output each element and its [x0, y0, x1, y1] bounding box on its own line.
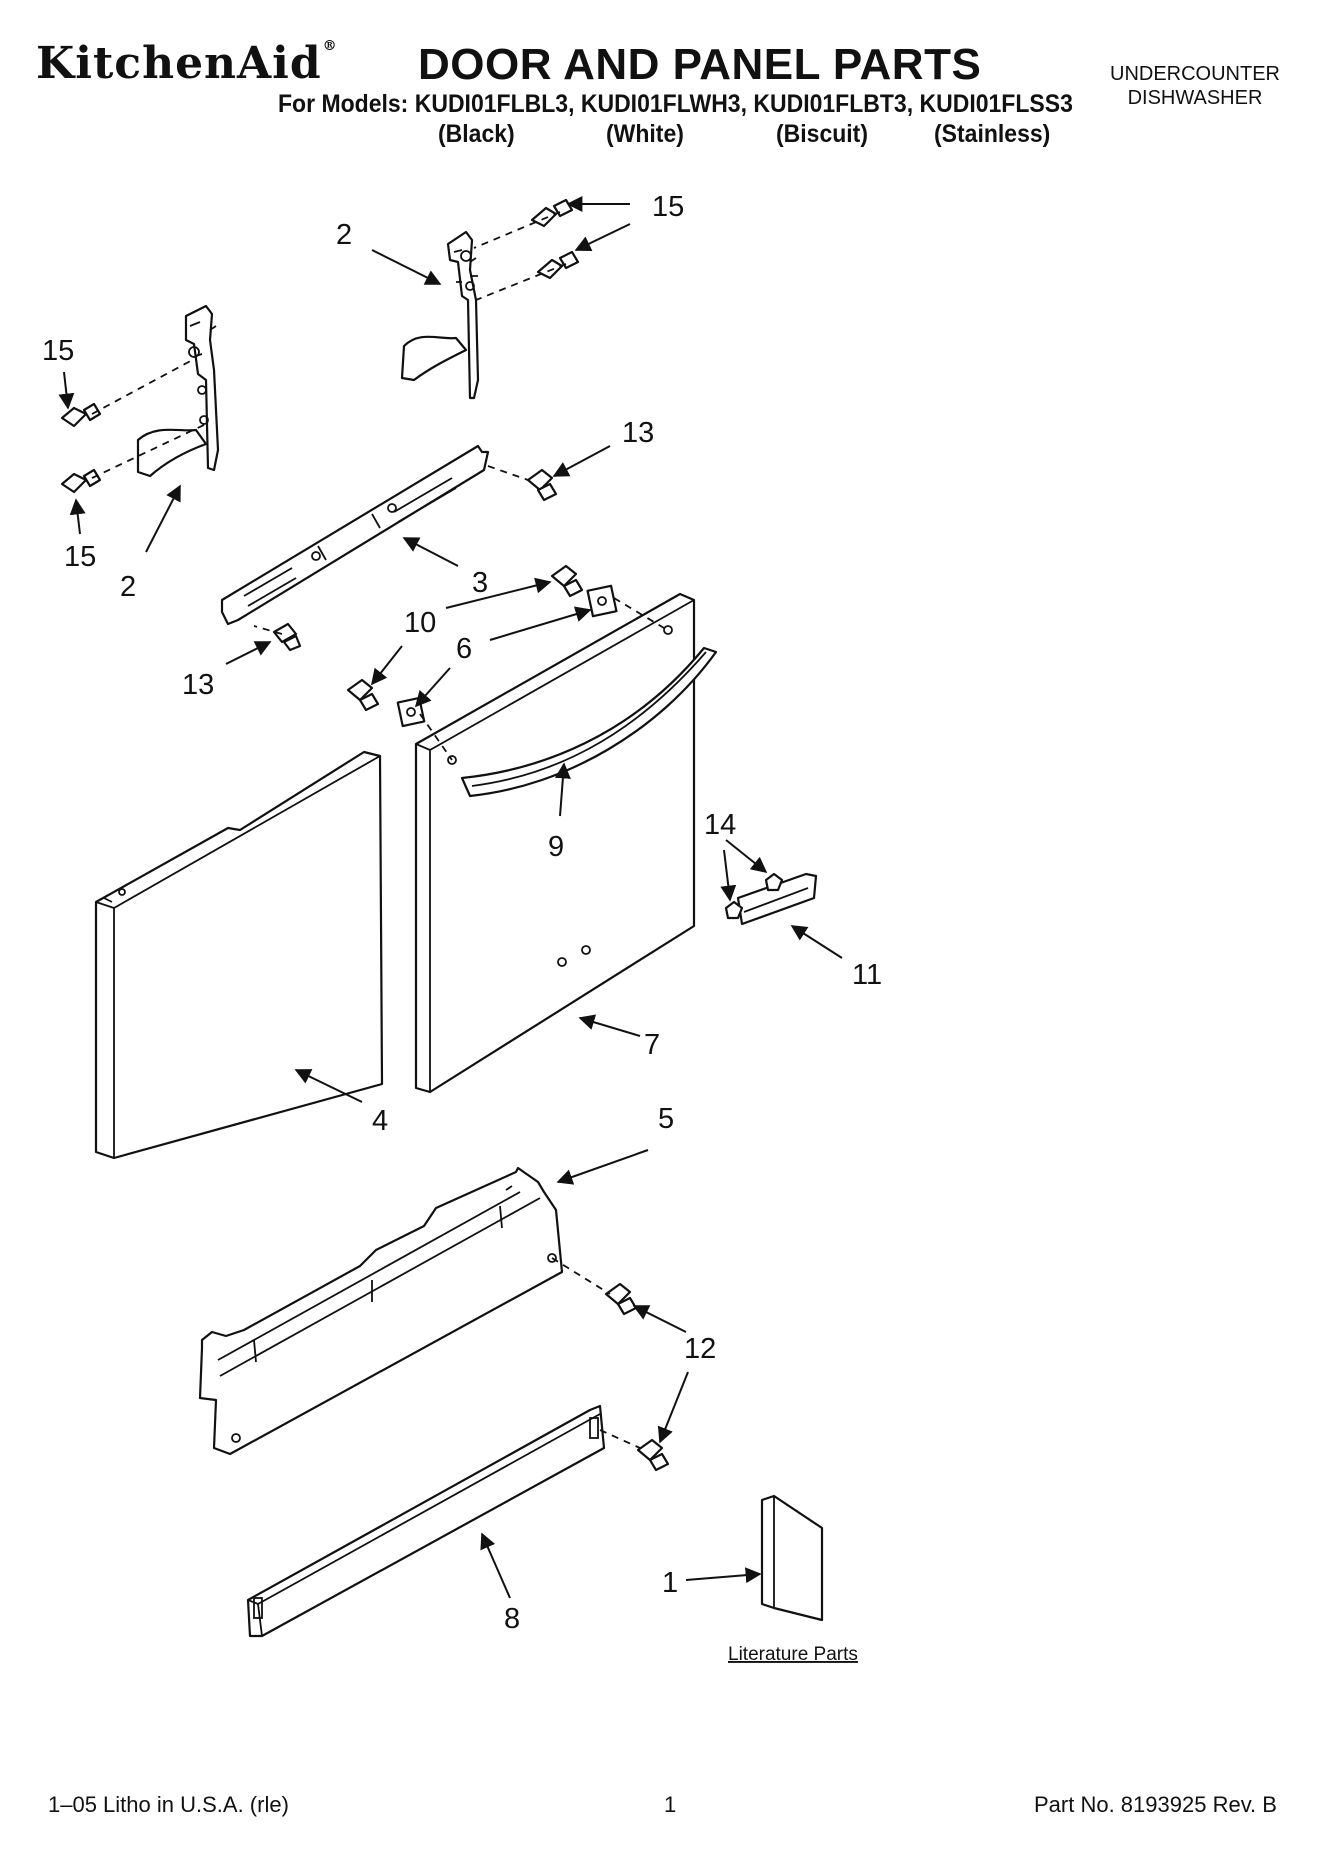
callout-2-top: 2 — [336, 219, 352, 251]
nut-14-b — [724, 900, 744, 920]
screw-12-lower — [636, 1438, 670, 1472]
callout-7: 7 — [644, 1029, 660, 1061]
variant-stainless: (Stainless) — [934, 120, 1051, 148]
brand-name: KitchenAid — [36, 38, 322, 89]
brand-logo: KitchenAid® — [36, 38, 338, 89]
appliance-line-2: DISHWASHER — [1127, 87, 1263, 109]
leader-lines — [58, 196, 843, 1599]
callout-3: 3 — [472, 567, 488, 599]
appliance-line-1: UNDERCOUNTER — [1110, 63, 1280, 85]
callout-5: 5 — [658, 1103, 674, 1135]
hinge-bracket-right — [400, 230, 480, 400]
screw-12-upper — [604, 1282, 638, 1316]
door-handle — [460, 646, 718, 798]
outer-door-panel — [414, 592, 696, 1094]
screw-13-right — [526, 468, 558, 502]
screw-10-left — [346, 678, 380, 712]
callout-6: 6 — [456, 633, 472, 665]
hinge-bracket-left — [136, 304, 220, 478]
callout-8: 8 — [504, 1603, 520, 1635]
screw-15-top — [530, 198, 574, 228]
footer-part-number: Part No. 8193925 Rev. B — [1034, 1792, 1277, 1817]
callout-4: 4 — [372, 1105, 388, 1137]
inner-door-panel — [94, 750, 384, 1160]
toe-panel — [198, 1166, 564, 1456]
screw-15-left-upper — [60, 402, 102, 428]
callout-2-left: 2 — [120, 571, 136, 603]
page-title: DOOR AND PANEL PARTS — [418, 40, 982, 89]
callout-14: 14 — [704, 809, 736, 841]
mounting-rail — [220, 444, 490, 626]
callout-15-left-lower: 15 — [64, 541, 96, 573]
footer-page-number: 1 — [664, 1792, 677, 1817]
kick-plate — [246, 1404, 606, 1638]
nut-14-a — [764, 872, 784, 892]
spacer-top — [586, 584, 618, 618]
literature-parts-label: Literature Parts — [728, 1644, 858, 1665]
callout-15-left-upper: 15 — [42, 335, 74, 367]
screw-13-left — [272, 622, 302, 652]
callout-10: 10 — [404, 607, 436, 639]
variant-biscuit: (Biscuit) — [776, 120, 868, 148]
models-line: For Models: KUDI01FLBL3, KUDI01FLWH3, KU… — [278, 90, 1073, 118]
footer-litho: 1–05 Litho in U.S.A. (rle) — [48, 1792, 289, 1817]
literature-pack — [760, 1494, 824, 1622]
callout-11: 11 — [852, 959, 882, 991]
registered-mark: ® — [322, 38, 338, 54]
callout-1: 1 — [662, 1567, 678, 1599]
appliance-type: UNDERCOUNTER DISHWASHER — [1050, 62, 1339, 110]
screw-15-mid — [536, 250, 580, 280]
callout-12: 12 — [684, 1333, 716, 1365]
screw-10-top — [550, 564, 584, 598]
callout-13-left: 13 — [182, 669, 214, 701]
trim-piece — [736, 872, 818, 926]
callout-15-top: 15 — [652, 191, 684, 223]
callout-13-right: 13 — [622, 417, 654, 449]
variant-black: (Black) — [438, 120, 515, 148]
screw-15-left-lower — [60, 468, 102, 494]
variant-white: (White) — [606, 120, 684, 148]
callout-9: 9 — [548, 831, 564, 863]
